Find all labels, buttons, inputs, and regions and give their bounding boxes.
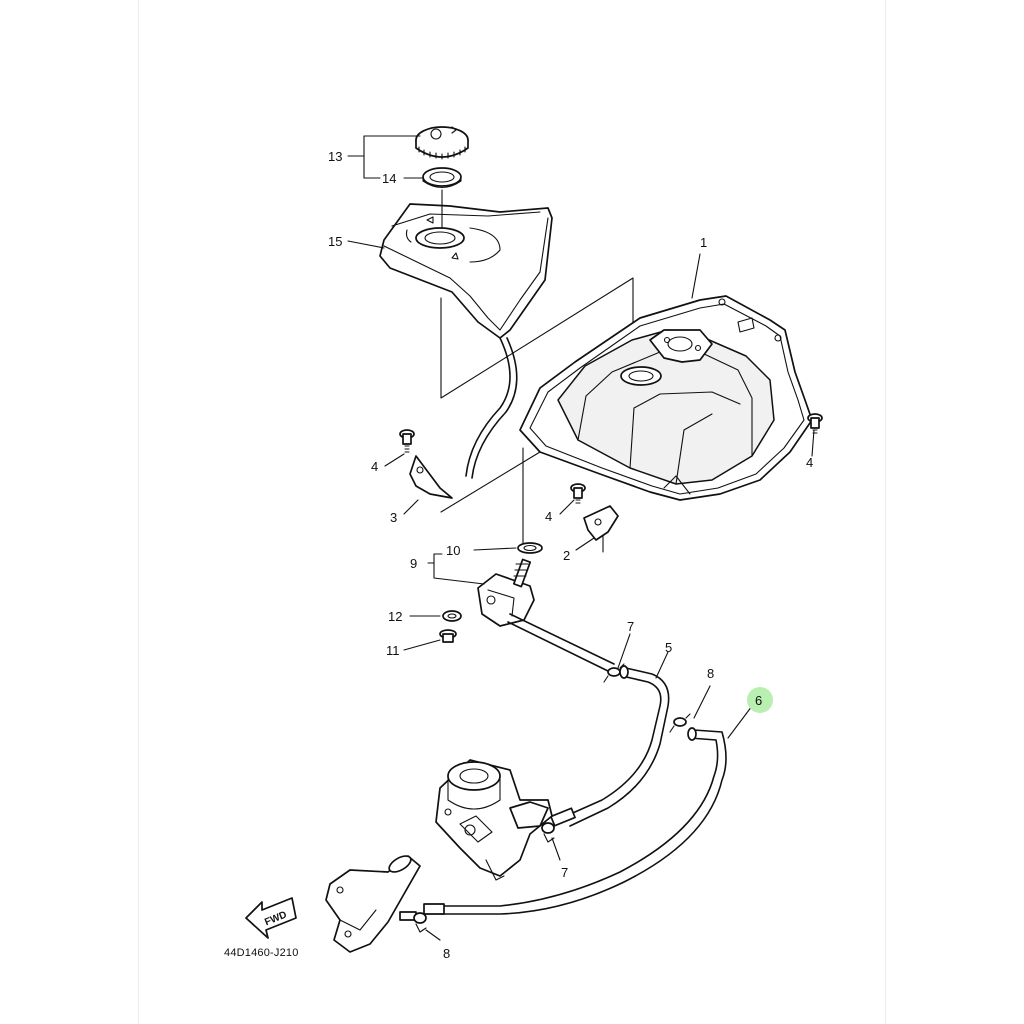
cap-gasket[interactable] <box>422 167 462 189</box>
callout-1[interactable]: 1 <box>700 235 707 250</box>
bracket-left[interactable] <box>409 455 453 499</box>
callout-12[interactable]: 12 <box>388 609 402 624</box>
callout-7-upper[interactable]: 7 <box>627 619 634 634</box>
callout-8-upper[interactable]: 8 <box>707 666 714 681</box>
tank-cover[interactable] <box>379 203 553 339</box>
screw[interactable] <box>439 629 457 643</box>
intake-joint[interactable] <box>325 853 421 953</box>
callout-8-lower[interactable]: 8 <box>443 946 450 961</box>
fuel-cock-gasket[interactable] <box>517 542 543 554</box>
carburetor[interactable] <box>435 759 553 881</box>
clamp-lower[interactable] <box>541 822 555 843</box>
callout-11[interactable]: 11 <box>386 643 400 658</box>
callout-4-middle[interactable]: 4 <box>545 509 552 524</box>
fuel-cock[interactable] <box>477 558 535 627</box>
callout-10[interactable]: 10 <box>446 543 460 558</box>
clamp-8-lower[interactable] <box>413 912 427 933</box>
callout-2[interactable]: 2 <box>563 548 570 563</box>
callout-14[interactable]: 14 <box>382 171 396 186</box>
callout-4-left[interactable]: 4 <box>371 459 378 474</box>
callout-7-lower[interactable]: 7 <box>561 865 568 880</box>
callout-13[interactable]: 13 <box>328 149 342 164</box>
bolt-middle[interactable] <box>570 483 586 504</box>
fuel-cap[interactable] <box>415 126 469 160</box>
fwd-arrow-icon <box>245 897 297 939</box>
bolt-left[interactable] <box>399 429 415 453</box>
hose-6[interactable] <box>423 727 727 915</box>
callout-15[interactable]: 15 <box>328 234 342 249</box>
callout-9[interactable]: 9 <box>410 556 417 571</box>
callout-4-right[interactable]: 4 <box>806 455 813 470</box>
bolt-right[interactable] <box>807 413 823 434</box>
bracket-middle[interactable] <box>583 505 619 541</box>
fuel-tank[interactable] <box>519 295 813 501</box>
callout-3[interactable]: 3 <box>390 510 397 525</box>
clamp-8-upper[interactable] <box>669 713 691 733</box>
callout-5[interactable]: 5 <box>665 640 672 655</box>
diagram-code: 44D1460-J210 <box>224 947 299 959</box>
hose-5[interactable] <box>550 665 670 827</box>
washer[interactable] <box>442 610 462 622</box>
callout-6[interactable]: 6 <box>755 693 762 708</box>
highlight-marker <box>747 687 773 713</box>
